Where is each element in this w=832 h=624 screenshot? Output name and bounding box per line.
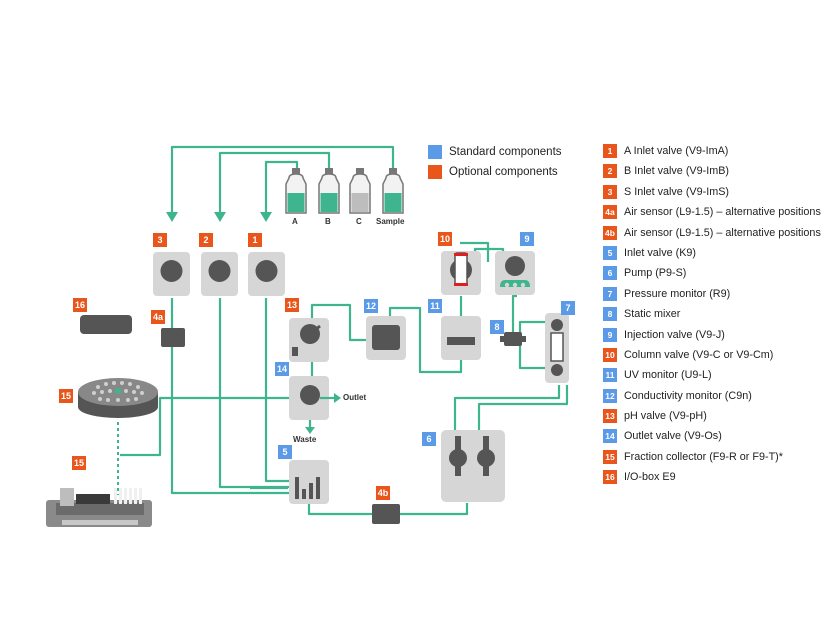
legend-text: A Inlet valve (V9-ImA) [624, 145, 729, 157]
bottle-label-b: B [325, 217, 331, 226]
legend-number: 10 [603, 347, 617, 362]
legend-number: 11 [603, 368, 617, 383]
legend-item: 16 I/O-box E9 [603, 469, 828, 485]
legend-number: 16 [603, 470, 617, 485]
legend-number: 15 [603, 449, 617, 464]
legend-number: 5 [603, 245, 617, 260]
legend-text: I/O-box E9 [624, 471, 676, 484]
legend-item: 14 Outlet valve (V9-Os) [603, 428, 828, 444]
legend-number: 4b [603, 225, 617, 240]
legend-text: Conductivity monitor (C9n) [624, 389, 752, 402]
legend-item: 3 S Inlet valve (V9-ImS) [603, 184, 828, 200]
legend-text: B Inlet valve (V9-ImB) [624, 165, 730, 178]
legend-number: 1 [603, 144, 617, 158]
badge-fraction-collector-bottom: 15 [72, 456, 86, 470]
optional-label: Optional components [449, 166, 558, 178]
legend-number: 4a [603, 205, 617, 220]
legend-item: 1 A Inlet valve (V9-ImA) [603, 143, 828, 159]
badge-conductivity-monitor: 12 [364, 299, 378, 313]
badge-pressure-monitor: 7 [561, 301, 575, 315]
legend-text: Pressure monitor (R9) [624, 287, 731, 300]
legend-item: 12 Conductivity monitor (C9n) [603, 388, 828, 404]
legend-item: 10 Column valve (V9-C or V9-Cm) [603, 347, 828, 363]
key-standard: Standard components [428, 145, 562, 159]
badge-outlet-valve: 14 [275, 362, 289, 376]
legend-item: 5 Inlet valve (K9) [603, 245, 828, 261]
legend-item: 11 UV monitor (U9-L) [603, 367, 828, 383]
legend-text: Static mixer [624, 308, 681, 321]
badge-inlet-valve-s: 3 [153, 233, 167, 247]
legend-number: 14 [603, 429, 617, 444]
legend-item: 15 Fraction collector (F9-R or F9-T)* [603, 449, 828, 465]
legend-item: 2 B Inlet valve (V9-ImB) [603, 163, 828, 179]
badge-fraction-collector-top: 15 [59, 389, 73, 403]
legend-item: 6 Pump (P9-S) [603, 265, 828, 281]
badge-ph-valve: 13 [285, 298, 299, 312]
legend-item: 7 Pressure monitor (R9) [603, 286, 828, 302]
badge-io-box: 16 [73, 298, 87, 312]
legend-item: 8 Static mixer [603, 306, 828, 322]
legend-item: 4a Air sensor (L9-1.5) – alternative posi… [603, 204, 828, 220]
standard-label: Standard components [449, 146, 562, 158]
legend-number: 3 [603, 184, 617, 199]
legend-text: Inlet valve (K9) [624, 246, 697, 259]
bottle-label-a: A [292, 217, 298, 226]
legend-text: Injection valve (V9-J) [624, 328, 725, 341]
bottle-label-c: C [356, 217, 362, 226]
badge-pump: 6 [422, 432, 436, 446]
legend-number: 7 [603, 286, 617, 301]
legend-item: 9 Injection valve (V9-J) [603, 327, 828, 343]
badge-air-sensor-4b: 4b [376, 486, 390, 500]
standard-swatch [428, 145, 442, 159]
outlet-label: Outlet [343, 393, 367, 402]
optional-swatch [428, 165, 442, 179]
legend-text: Pump (P9-S) [624, 267, 687, 280]
badge-air-sensor-4a: 4a [151, 310, 165, 324]
legend-number: 8 [603, 307, 617, 322]
badge-inlet-valve-a: 1 [248, 233, 262, 247]
legend-text: S Inlet valve (V9-ImS) [624, 185, 730, 198]
legend-number: 12 [603, 388, 617, 403]
badge-static-mixer: 8 [490, 320, 504, 334]
legend-text: UV monitor (U9-L) [624, 369, 712, 382]
badge-inlet-valve-b: 2 [199, 233, 213, 247]
legend-number: 9 [603, 327, 617, 342]
key-optional: Optional components [428, 165, 558, 179]
component-legend: 1 A Inlet valve (V9-ImA) 2 B Inlet valve (… [603, 143, 828, 490]
legend-text: Air sensor (L9-1.5) – alternative positi… [624, 226, 821, 239]
legend-number: 6 [603, 266, 617, 281]
badge-uv-monitor: 11 [428, 299, 442, 313]
legend-number: 2 [603, 164, 617, 179]
badge-column-valve: 10 [438, 232, 452, 246]
legend-text: Fraction collector (F9-R or F9-T)* [624, 450, 783, 463]
legend-text: Column valve (V9-C or V9-Cm) [624, 348, 774, 361]
legend-number: 13 [603, 409, 617, 424]
bottle-label-sample: Sample [376, 217, 405, 226]
waste-label: Waste [293, 435, 317, 444]
badge-inlet-valve-k9: 5 [278, 445, 292, 459]
legend-text: pH valve (V9-pH) [624, 410, 707, 423]
badge-injection-valve: 9 [520, 232, 534, 246]
legend-item: 4b Air sensor (L9-1.5) – alternative posi… [603, 225, 828, 241]
legend-text: Outlet valve (V9-Os) [624, 430, 722, 443]
legend-text: Air sensor (L9-1.5) – alternative positi… [624, 206, 821, 219]
legend-item: 13 pH valve (V9-pH) [603, 408, 828, 424]
